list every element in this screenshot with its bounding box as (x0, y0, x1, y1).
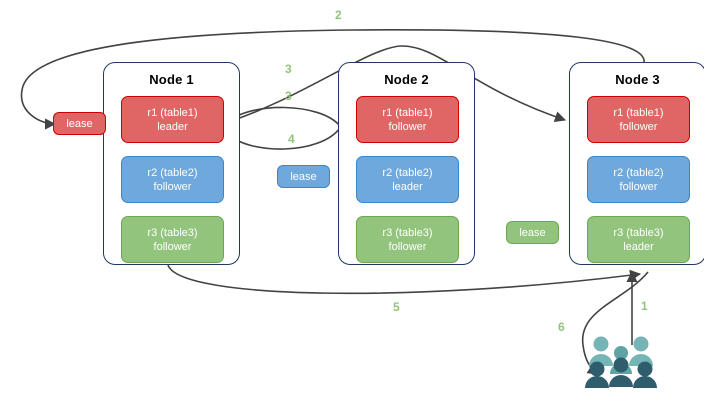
replica-n3r1[interactable]: r1 (table1) follower (587, 96, 690, 143)
replica-n1r1[interactable]: r1 (table1) leader (121, 96, 224, 143)
step-label-2: 2 (335, 8, 342, 22)
replica-name: r2 (table2) (613, 166, 664, 179)
node-title-node1: Node 1 (149, 72, 194, 87)
replica-role: follower (619, 180, 658, 193)
lease-badge-blue[interactable]: lease (277, 165, 330, 188)
replica-name: r2 (table2) (382, 166, 433, 179)
replica-name: r3 (table3) (613, 226, 664, 239)
step-label-3b: 3 (285, 89, 292, 103)
lease-label: lease (66, 117, 93, 130)
clients-group[interactable] (584, 333, 660, 388)
edge-step-3-node2-to-node1 (227, 106, 341, 127)
replica-name: r1 (table1) (147, 106, 198, 119)
step-label-3a: 3 (285, 62, 292, 76)
step-label-6: 6 (558, 320, 565, 334)
node-title-node3: Node 3 (615, 72, 660, 87)
replica-name: r3 (table3) (147, 226, 198, 239)
replica-n2r3[interactable]: r3 (table3) follower (356, 216, 459, 263)
replica-name: r3 (table3) (382, 226, 433, 239)
replica-name: r2 (table2) (147, 166, 198, 179)
edge-step-4 (227, 127, 341, 150)
node-container-node2[interactable]: Node 2 r1 (table1) follower r2 (table2) … (338, 62, 475, 265)
replica-role: follower (388, 240, 427, 253)
edge-step-5 (167, 264, 642, 295)
replica-n2r1[interactable]: r1 (table1) follower (356, 96, 459, 143)
replica-role: leader (623, 240, 654, 253)
replica-role: follower (388, 120, 427, 133)
replica-role: follower (153, 180, 192, 193)
replica-role: follower (619, 120, 658, 133)
replica-n3r3[interactable]: r3 (table3) leader (587, 216, 690, 263)
replica-role: leader (392, 180, 423, 193)
step-label-1: 1 (641, 299, 648, 313)
replica-role: follower (153, 240, 192, 253)
lease-badge-green[interactable]: lease (506, 221, 559, 244)
replica-n1r3[interactable]: r3 (table3) follower (121, 216, 224, 263)
replica-name: r1 (table1) (382, 106, 433, 119)
replica-n3r2[interactable]: r2 (table2) follower (587, 156, 690, 203)
lease-label: lease (290, 170, 317, 183)
node-container-node3[interactable]: Node 3 r1 (table1) follower r2 (table2) … (569, 62, 704, 265)
lease-badge-red[interactable]: lease (53, 112, 106, 135)
node-container-node1[interactable]: Node 1 r1 (table1) leader r2 (table2) fo… (103, 62, 240, 265)
step-label-5: 5 (393, 300, 400, 314)
replica-name: r1 (table1) (613, 106, 664, 119)
replica-role: leader (157, 120, 188, 133)
replica-n2r2[interactable]: r2 (table2) leader (356, 156, 459, 203)
lease-label: lease (519, 226, 546, 239)
people-group-icon (585, 336, 657, 388)
step-label-4: 4 (288, 132, 295, 146)
node-title-node2: Node 2 (384, 72, 429, 87)
replica-n1r2[interactable]: r2 (table2) follower (121, 156, 224, 203)
